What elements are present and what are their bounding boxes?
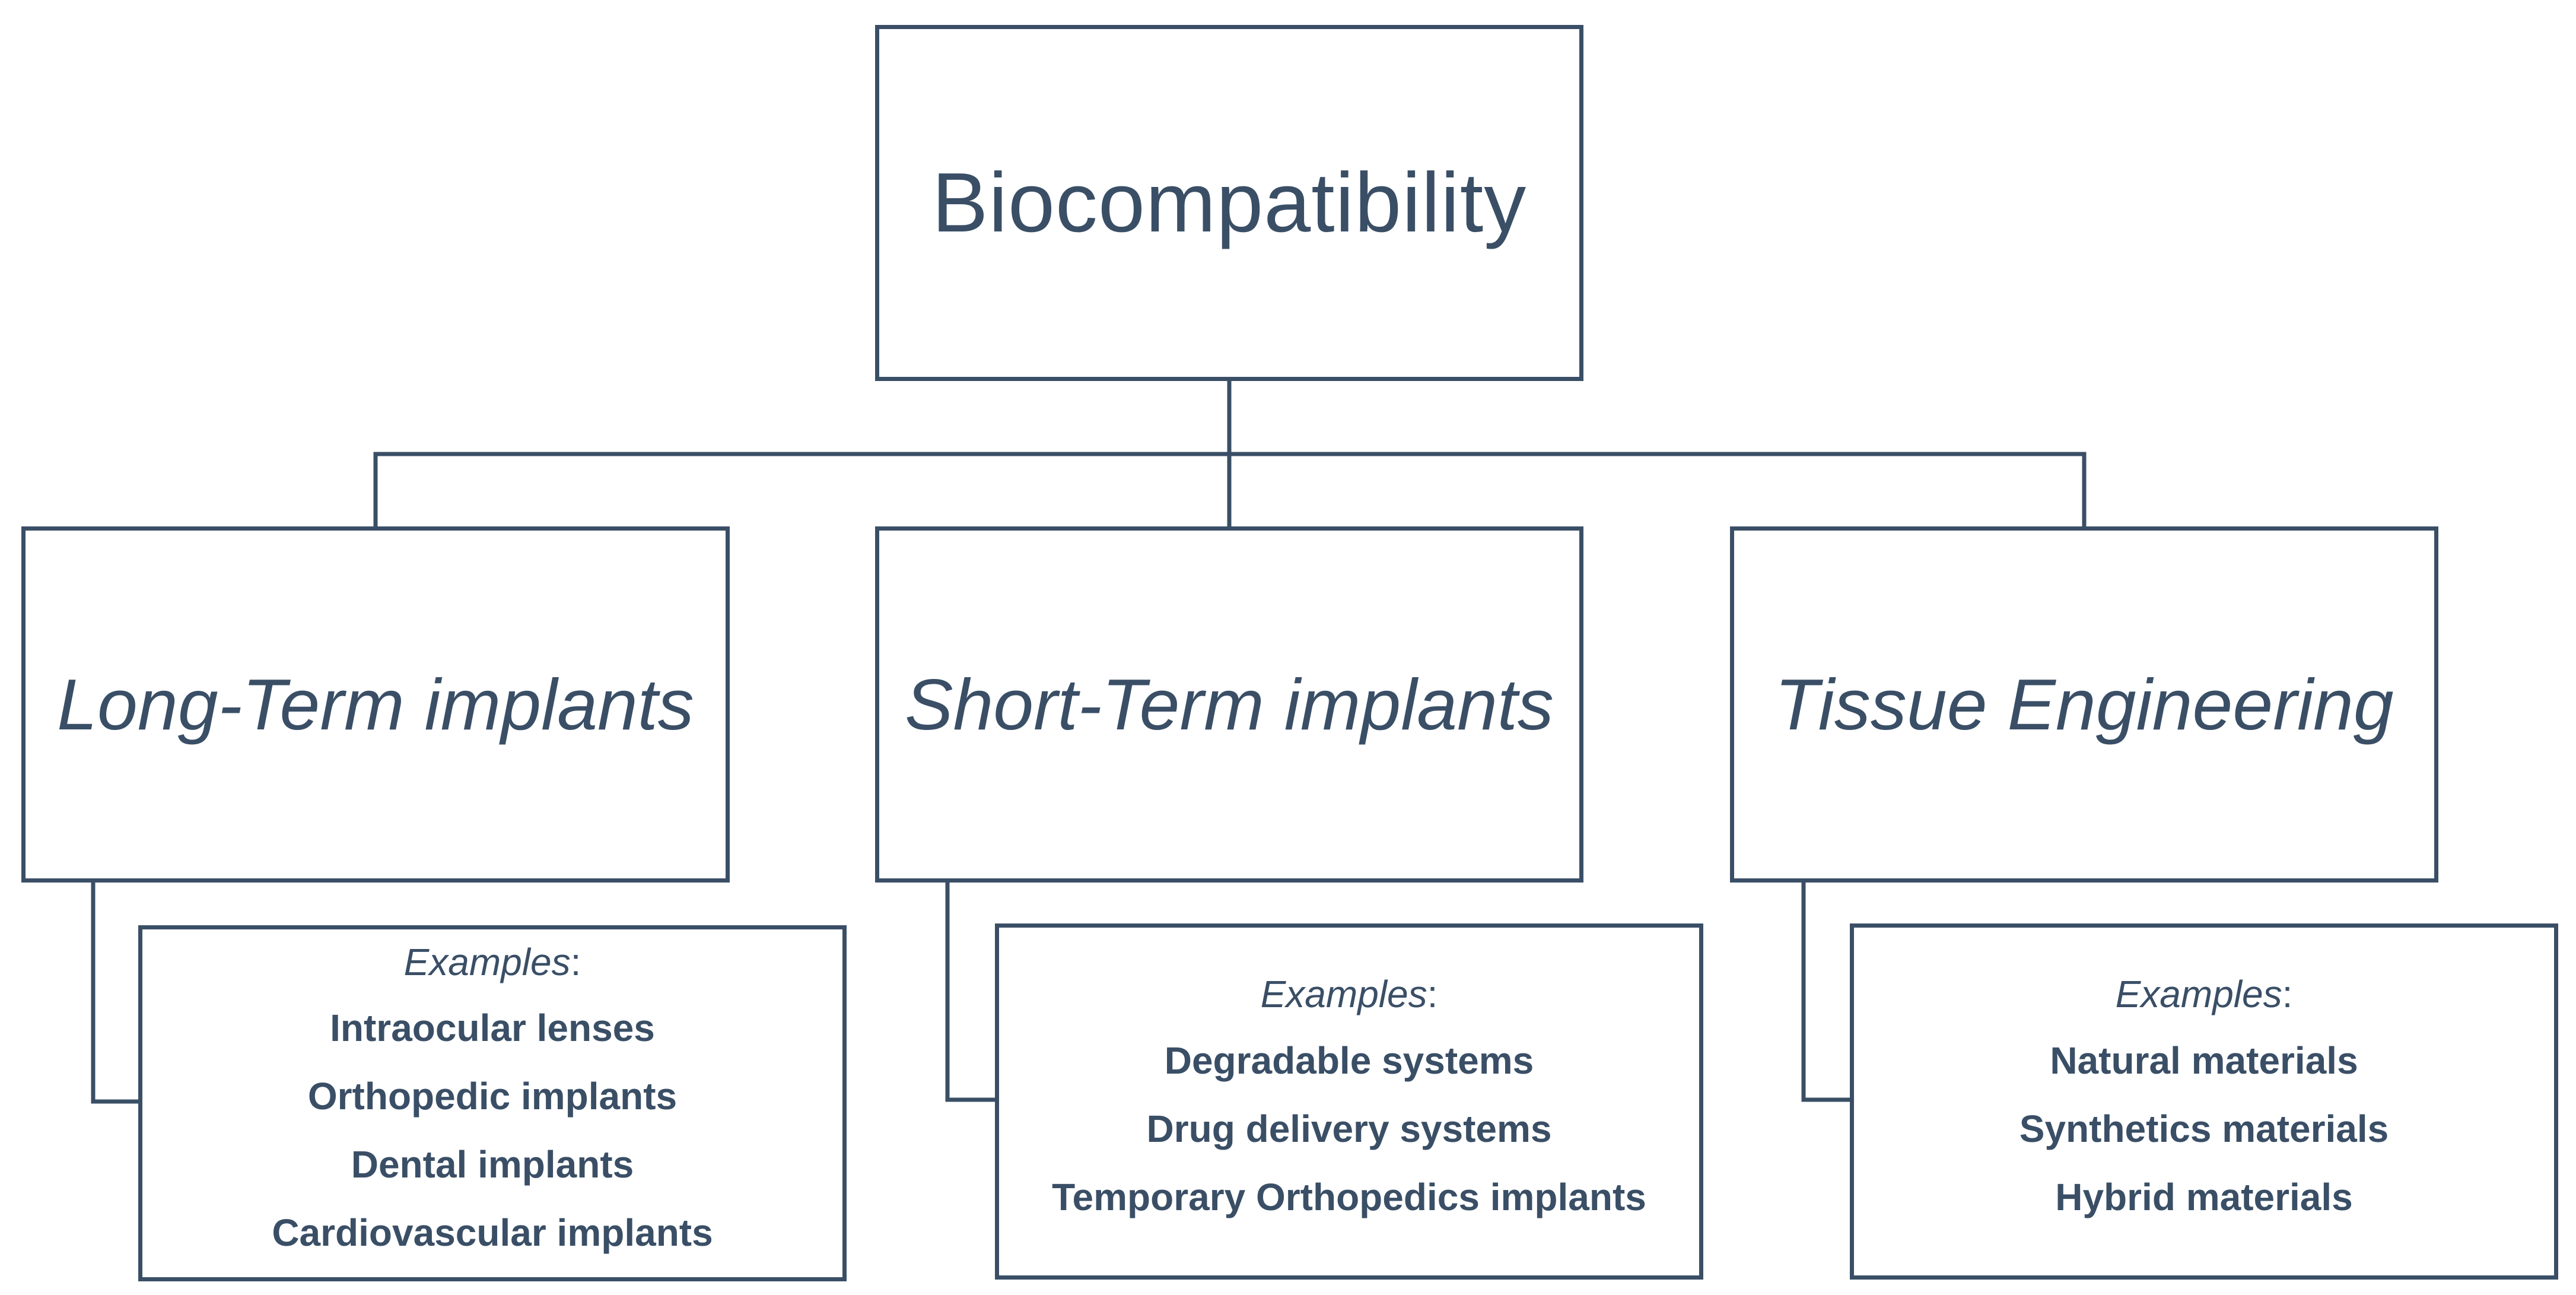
example-item: Temporary Orthopedics implants xyxy=(1052,1175,1646,1218)
example-item: Degradable systems xyxy=(1164,1039,1534,1082)
example-item: Orthopedic implants xyxy=(307,1075,678,1118)
examples-colon: : xyxy=(1427,973,1438,1016)
category-node-long-term: Long-Term implants xyxy=(21,526,730,883)
category-title: Short-Term implants xyxy=(905,664,1554,745)
example-item: Hybrid materials xyxy=(2055,1175,2353,1218)
root-node: Biocompatibility xyxy=(875,25,1583,381)
category-title: Long-Term implants xyxy=(57,664,694,745)
examples-heading: Examples: xyxy=(404,939,581,985)
examples-box-long-term: Examples: Intraocular lenses Orthopedic … xyxy=(138,925,847,1281)
examples-heading: Examples: xyxy=(2116,972,2293,1017)
examples-list: Intraocular lenses Orthopedic implants D… xyxy=(272,994,713,1267)
category-node-tissue-engineering: Tissue Engineering xyxy=(1730,526,2438,883)
example-item: Drug delivery systems xyxy=(1146,1107,1552,1150)
examples-heading: Examples: xyxy=(1261,972,1438,1017)
examples-label: Examples xyxy=(1260,973,1427,1016)
examples-box-short-term: Examples: Degradable systems Drug delive… xyxy=(995,923,1703,1280)
example-item: Dental implants xyxy=(351,1143,634,1186)
examples-box-tissue-engineering: Examples: Natural materials Synthetics m… xyxy=(1850,923,2558,1280)
example-item: Intraocular lenses xyxy=(330,1007,655,1050)
examples-label: Examples xyxy=(2115,973,2282,1016)
example-item: Synthetics materials xyxy=(2019,1107,2389,1150)
examples-colon: : xyxy=(2282,973,2293,1016)
examples-list: Degradable systems Drug delivery systems… xyxy=(1052,1027,1646,1231)
category-node-short-term: Short-Term implants xyxy=(875,526,1583,883)
examples-colon: : xyxy=(570,940,581,983)
root-title: Biocompatibility xyxy=(931,155,1527,250)
example-item: Natural materials xyxy=(2050,1039,2358,1082)
category-title: Tissue Engineering xyxy=(1774,664,2394,745)
example-item: Cardiovascular implants xyxy=(272,1211,713,1255)
examples-label: Examples xyxy=(403,940,571,983)
examples-list: Natural materials Synthetics materials H… xyxy=(2020,1027,2389,1231)
